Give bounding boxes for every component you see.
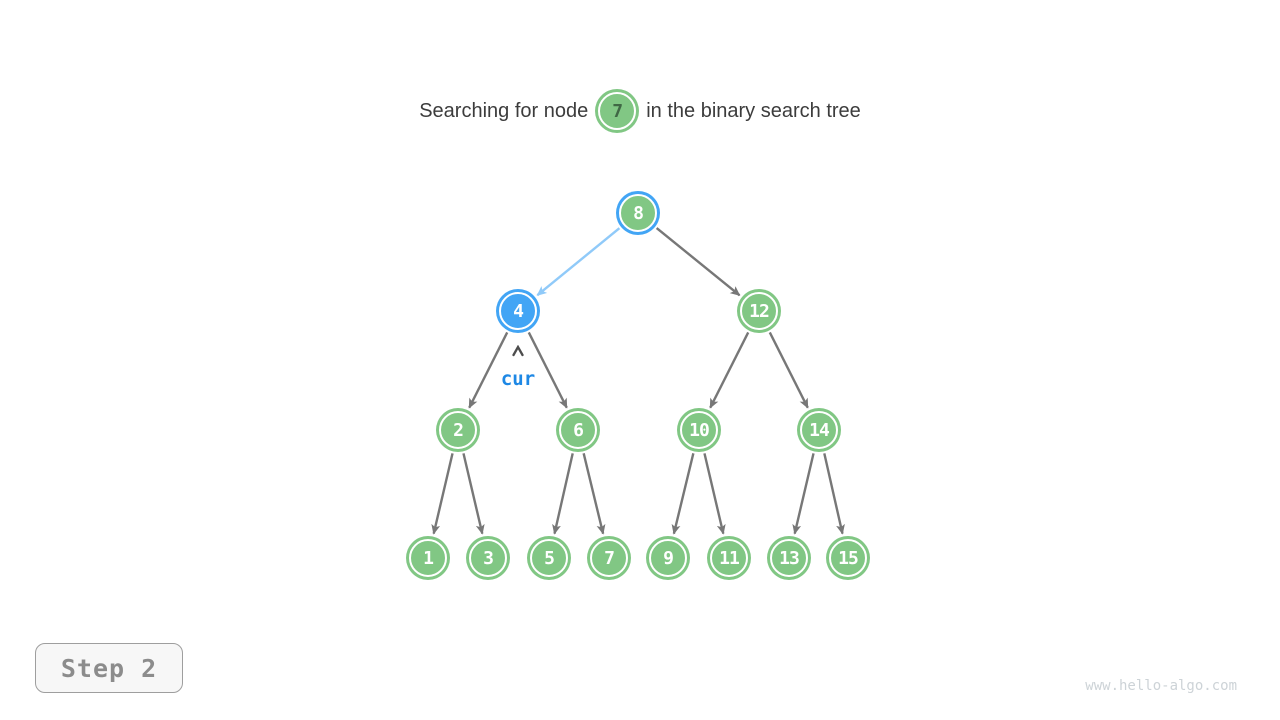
tree-node-7: 7 xyxy=(590,539,628,577)
edge-14-15 xyxy=(823,453,845,535)
tree-node-3: 3 xyxy=(469,539,507,577)
edge-12-10 xyxy=(709,331,750,409)
edge-2-1 xyxy=(431,453,454,535)
tree-node-5: 5 xyxy=(530,539,568,577)
site-watermark: www.hello-algo.com xyxy=(1085,678,1237,694)
edge-4-6 xyxy=(527,331,568,409)
edge-10-9 xyxy=(671,453,695,535)
tree-node-11: 11 xyxy=(710,539,748,577)
tree-node-8: 8 xyxy=(619,194,657,232)
tree-node-1: 1 xyxy=(409,539,447,577)
edge-2-3 xyxy=(462,453,485,535)
title-suffix: in the binary search tree xyxy=(646,99,861,122)
edge-layer xyxy=(431,227,845,535)
tree-node-6: 6 xyxy=(559,411,597,449)
diagram-title: Searching for node 7 in the binary searc… xyxy=(0,89,1280,133)
step-badge-label: Step 2 xyxy=(60,653,158,683)
edge-12-14 xyxy=(768,331,809,409)
edge-4-2 xyxy=(468,331,509,409)
edge-8-12 xyxy=(655,227,741,297)
tree-node-4: 4 xyxy=(499,292,537,330)
edge-14-13 xyxy=(792,453,815,535)
step-badge: Step 2 xyxy=(35,643,183,693)
tree-node-12: 12 xyxy=(740,292,778,330)
edge-8-4 xyxy=(536,227,621,297)
tree-node-9: 9 xyxy=(649,539,687,577)
tree-node-15: 15 xyxy=(829,539,867,577)
edge-6-5 xyxy=(552,453,574,535)
cur-pointer-label: cur xyxy=(500,368,536,390)
tree-node-14: 14 xyxy=(800,411,838,449)
tree-node-10: 10 xyxy=(680,411,718,449)
title-prefix: Searching for node xyxy=(419,99,589,122)
tree-node-2: 2 xyxy=(439,411,477,449)
edge-6-7 xyxy=(582,453,606,535)
title-target-value: 7 xyxy=(612,100,623,122)
cur-pointer-arrow-icon xyxy=(512,345,524,357)
title-target-node: 7 xyxy=(598,92,637,130)
edge-10-11 xyxy=(703,453,726,535)
tree-node-13: 13 xyxy=(770,539,808,577)
